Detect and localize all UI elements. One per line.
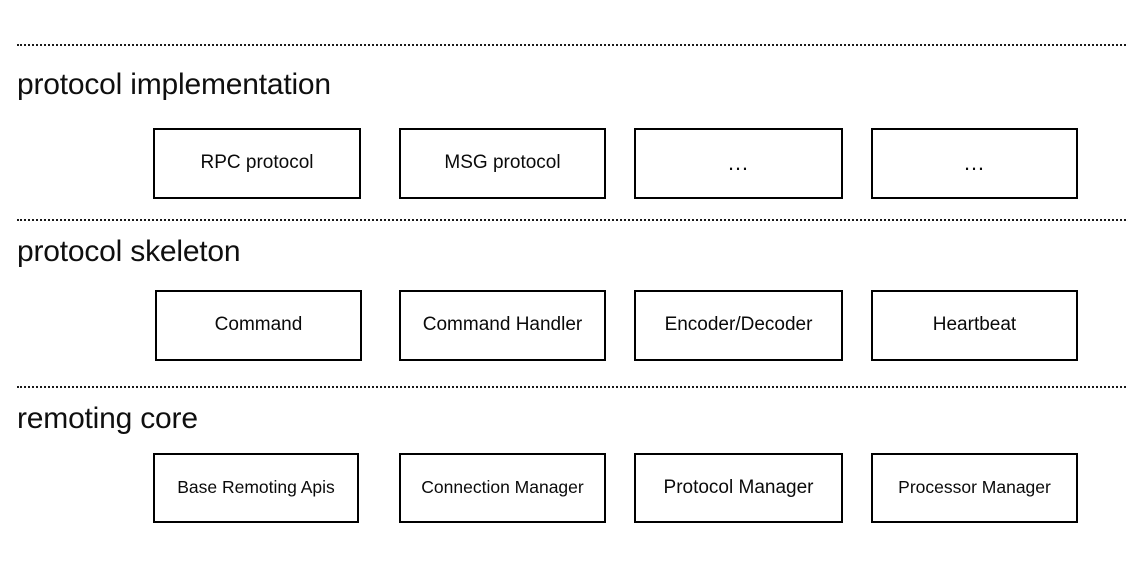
box-protocol-placeholder-1: … [634,128,843,199]
box-protocol-placeholder-2: … [871,128,1078,199]
section-divider-bottom [17,386,1126,388]
box-connection-manager: Connection Manager [399,453,606,523]
box-processor-manager: Processor Manager [871,453,1078,523]
section-label-remoting-core: remoting core [17,402,198,435]
box-rpc-protocol: RPC protocol [153,128,361,199]
box-command: Command [155,290,362,361]
section-divider-top [17,44,1126,46]
section-label-protocol-skeleton: protocol skeleton [17,235,241,268]
box-heartbeat: Heartbeat [871,290,1078,361]
section-label-protocol-implementation: protocol implementation [17,68,331,101]
box-base-remoting-apis: Base Remoting Apis [153,453,359,523]
box-protocol-manager: Protocol Manager [634,453,843,523]
box-command-handler: Command Handler [399,290,606,361]
box-encoder-decoder: Encoder/Decoder [634,290,843,361]
section-divider-middle [17,219,1126,221]
box-msg-protocol: MSG protocol [399,128,606,199]
